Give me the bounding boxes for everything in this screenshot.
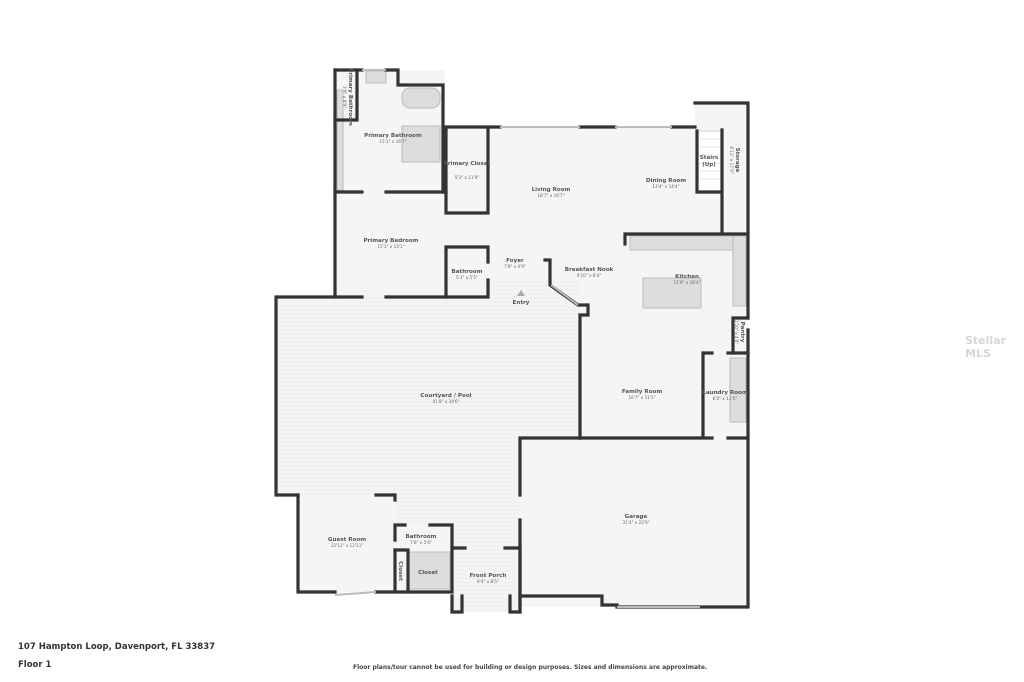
- room-name-stairs: Stairs: [700, 155, 719, 161]
- kitchen-counter-side: [732, 235, 747, 307]
- room-dim-family-room: 16'7" x 11'5": [628, 395, 655, 400]
- shower: [401, 125, 441, 163]
- room-name-primary-bedroom: Primary Bedroom: [363, 238, 418, 244]
- room-name: Primary Bathroom: [347, 68, 353, 126]
- room-dim-garage: 31'4" x 22'9": [622, 520, 649, 525]
- watermark-logo: Stellar MLS: [965, 334, 1007, 360]
- room-name-guest-room: Guest Room: [328, 537, 366, 543]
- room-name-garage: Garage: [625, 514, 648, 520]
- room-name-entry: Entry: [513, 300, 530, 306]
- room-name-bathroom-2: Bathroom: [406, 534, 437, 540]
- label-pantry: Pantry 1'10" x 4'8": [734, 320, 745, 345]
- room-name: Pantry: [739, 322, 745, 343]
- room-name-foyer: Foyer: [506, 258, 524, 264]
- property-address: 107 Hampton Loop, Davenport, FL 33837: [18, 642, 216, 652]
- room-name-bathroom: Bathroom: [452, 269, 483, 275]
- room-dim-laundry-room: 6'0" x 11'5": [713, 396, 738, 401]
- kitchen-counter: [629, 235, 747, 251]
- room-dim-dining-room: 13'4" x 14'4": [652, 184, 679, 189]
- room-dim-breakfast-nook: 9'10" x 8'4": [577, 273, 602, 278]
- room-dim-primary-closet: 5'3" x 11'9": [455, 175, 480, 180]
- room-name-breakfast-nook: Breakfast Nook: [565, 267, 614, 273]
- room-labels: Primary Bathroom 3'9" x 8'9" Primary Bat…: [328, 68, 748, 584]
- room-dim-courtyard: 41'8" x 34'6": [432, 399, 459, 404]
- room-dim-primary-bathroom: 15'1" x 16'7": [379, 139, 406, 144]
- stairs-treads: [696, 130, 723, 192]
- room-name: Closet: [397, 561, 403, 581]
- room-dim-primary-bedroom: 15'1" x 14'1": [377, 244, 404, 249]
- windows: [334, 69, 700, 608]
- room-name-closet: Closet: [418, 570, 438, 576]
- room-dim: 1'10" x 4'8": [734, 320, 739, 345]
- room-name-dining-room: Dining Room: [646, 178, 686, 184]
- room-sub-stairs: (Up): [702, 162, 716, 168]
- room-dim: 3'9" x 8'9": [342, 86, 347, 108]
- room-name-primary-closet: Primary Closet: [444, 161, 491, 167]
- room-dim-front-porch: 9'4" x 8'5": [477, 579, 499, 584]
- vanity-top: [365, 70, 387, 84]
- room-name-front-porch: Front Porch: [470, 573, 507, 579]
- room-name-primary-bathroom: Primary Bathroom: [364, 133, 422, 139]
- room-name-living-room: Living Room: [532, 187, 571, 193]
- entry-arrow-icon: [517, 290, 525, 296]
- room-dim-kitchen: 15'9" x 16'4": [673, 280, 700, 285]
- room-floors: [276, 70, 748, 612]
- label-storage: Storage 6'11" x 17'3": [729, 146, 740, 173]
- room-name: Storage: [734, 148, 740, 173]
- disclaimer: Floor plans/tour cannot be used for buil…: [353, 664, 708, 671]
- room-dim-bathroom: 5'3" x 5'5": [456, 275, 478, 280]
- laundry-appliances: [729, 357, 747, 423]
- room-dim-living-room: 18'7" x 16'7": [537, 193, 564, 198]
- floor-label: Floor 1: [18, 660, 52, 670]
- bathtub: [401, 87, 441, 109]
- room-name-courtyard: Courtyard / Pool: [420, 393, 471, 399]
- kitchen-island: [642, 277, 702, 309]
- vanity: [336, 89, 344, 191]
- room-dim-foyer: 7'8" x 4'9": [504, 264, 526, 269]
- label-primary-bathroom-small: Primary Bathroom 3'9" x 8'9": [342, 68, 353, 126]
- room-dim: 6'11" x 17'3": [729, 146, 734, 173]
- room-name-family-room: Family Room: [622, 389, 663, 395]
- fixtures: [336, 70, 747, 590]
- walls: [274, 68, 750, 614]
- room-dim-guest-room: 12'11" x 12'11": [331, 543, 364, 548]
- room-name-kitchen: Kitchen: [675, 274, 699, 280]
- closet-shelving: [407, 551, 451, 590]
- room-name-laundry-room: Laundry Room: [702, 390, 748, 396]
- room-dim-bathroom-2: 7'6" x 5'6": [410, 540, 432, 545]
- label-closet-1: Closet: [397, 561, 403, 581]
